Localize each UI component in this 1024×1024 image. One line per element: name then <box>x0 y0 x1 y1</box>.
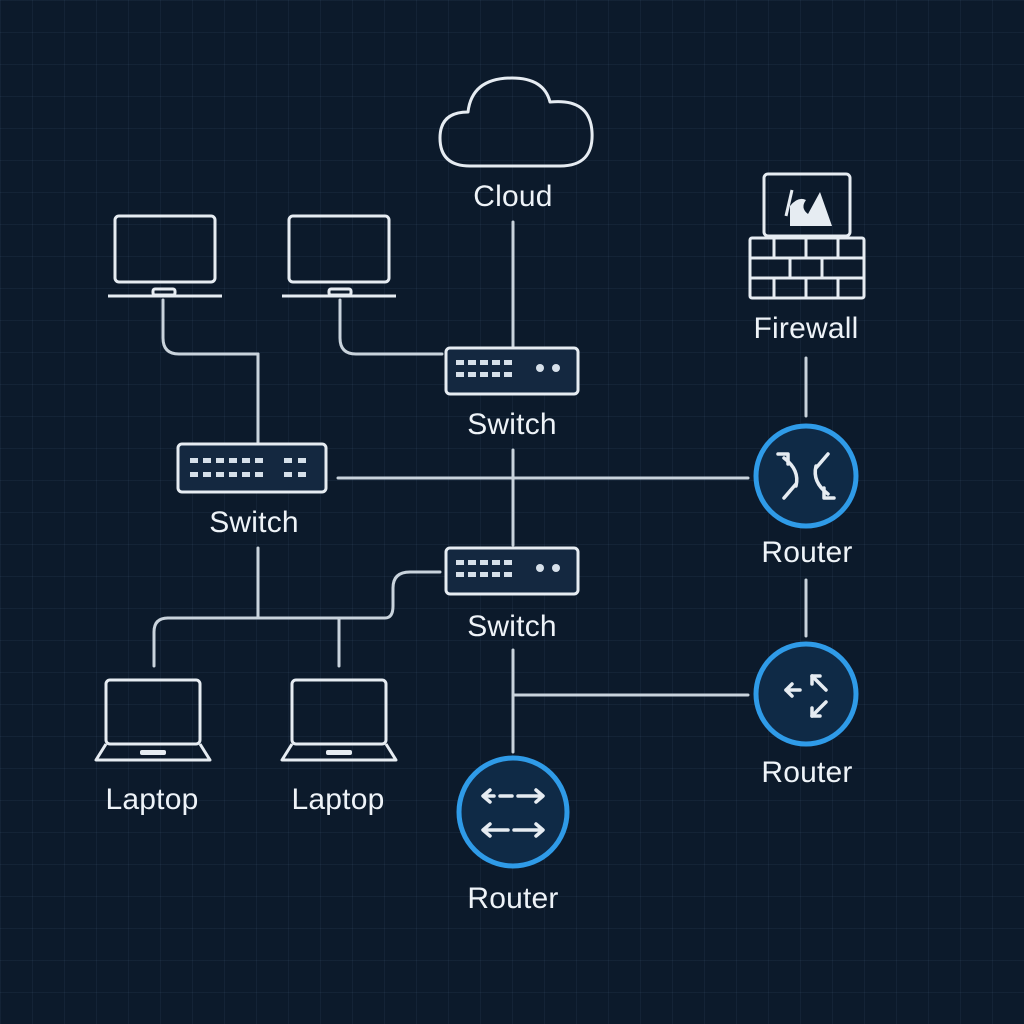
link-bus-laptop-bl-drop <box>152 616 170 668</box>
cloud-icon <box>438 76 594 168</box>
network-switch-icon <box>176 442 328 494</box>
link-laptop-tr <box>338 298 444 356</box>
laptop-bottom-right-label: Laptop <box>291 783 385 816</box>
network-switch-icon <box>444 546 580 596</box>
link-bus-laptop-bl <box>166 570 442 620</box>
cloud-label: Cloud <box>473 180 553 213</box>
router-bottom-label: Router <box>467 882 559 915</box>
laptop-icon <box>94 678 212 762</box>
firewall-icon <box>748 172 866 300</box>
router-right-bottom-label: Router <box>761 756 853 789</box>
router-icon <box>753 423 859 529</box>
switch-top-label: Switch <box>467 408 557 441</box>
network-switch-icon <box>444 346 580 396</box>
firewall-label: Firewall <box>753 312 859 345</box>
connections <box>152 220 808 754</box>
switch-mid-label: Switch <box>467 610 557 643</box>
router-right-top-label: Router <box>761 536 853 569</box>
laptop-icon <box>282 214 396 298</box>
switch-left-label: Switch <box>209 506 299 539</box>
laptop-icon <box>280 678 398 762</box>
router-icon <box>456 755 570 869</box>
laptop-icon <box>108 214 222 298</box>
link-laptop-tl <box>161 298 260 356</box>
laptop-bottom-left-label: Laptop <box>105 783 199 816</box>
router-icon <box>753 641 859 747</box>
